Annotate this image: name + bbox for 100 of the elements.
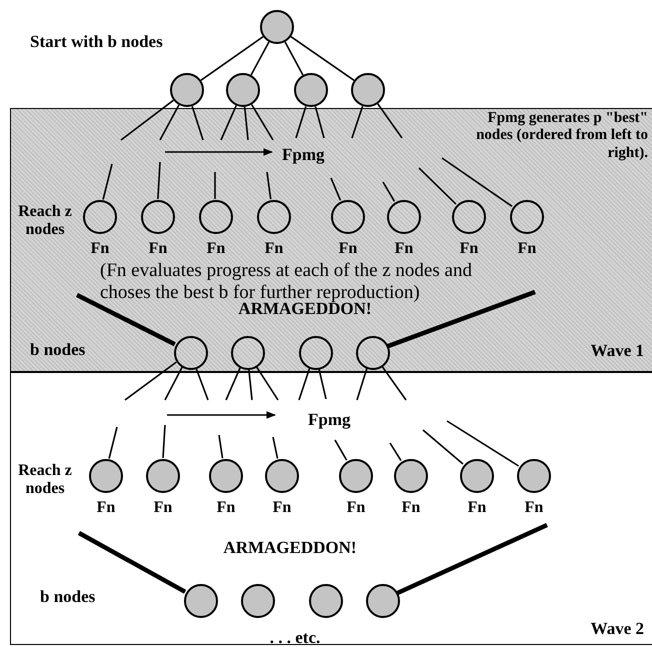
node-circle [309, 584, 343, 618]
thick-line [387, 290, 536, 348]
row-label: b nodes [40, 587, 96, 607]
branch-line [356, 368, 368, 400]
node-circle [460, 459, 494, 493]
branch-line [218, 434, 224, 458]
node-circle [394, 459, 428, 493]
branch-line [164, 366, 183, 400]
row-label: Reach z nodes [17, 203, 73, 240]
branch-line [124, 361, 177, 401]
branch-line [290, 36, 354, 81]
branch-line [244, 106, 249, 140]
node-circle [510, 200, 544, 234]
branch-line [256, 366, 279, 400]
function-label: Fn [524, 499, 544, 518]
function-label: Fn [516, 240, 538, 258]
caption-text: Start with b nodes [30, 32, 164, 52]
branch-line [248, 368, 253, 400]
node-circle [231, 336, 265, 370]
thick-line [78, 531, 186, 594]
branch-line [382, 182, 396, 202]
branch-line [284, 42, 304, 76]
function-label: Fpmg [308, 410, 352, 430]
function-label: Fn [148, 240, 168, 258]
branch-line [214, 172, 216, 199]
node-circle [199, 200, 233, 234]
node-circle [517, 459, 551, 493]
wave-panel [10, 108, 652, 372]
branch-line [266, 172, 272, 200]
node-circle [351, 73, 385, 107]
node-circle [257, 200, 291, 234]
branch-line [250, 42, 270, 76]
node-circle [170, 73, 204, 107]
node-circle [265, 459, 299, 493]
wave-label: Wave 1 [590, 341, 644, 361]
node-circle [452, 200, 486, 234]
node-circle [260, 10, 294, 44]
branch-line [418, 167, 456, 205]
node-circle [241, 584, 275, 618]
branch-line [442, 157, 512, 207]
function-label: Fn [272, 499, 292, 518]
thick-line [76, 293, 176, 346]
branch-line [200, 36, 264, 81]
node-circle [184, 584, 218, 618]
branch-line [377, 103, 403, 138]
row-label: b nodes [30, 340, 86, 360]
ellipsis-text: . . . etc. [268, 628, 322, 647]
function-label: Fn [152, 499, 174, 518]
node-circle [339, 459, 373, 493]
node-circle [387, 200, 421, 234]
branch-line [191, 106, 204, 140]
note-text: (Fn evaluates progress at each of the z nodes and choses the best b for further reproduction) [100, 260, 473, 303]
branch-line [225, 367, 241, 400]
node-circle [366, 584, 400, 618]
node-circle [226, 73, 260, 107]
branch-line [272, 436, 278, 459]
wave-label: Wave 2 [590, 619, 644, 639]
function-label: Fpmg [282, 145, 326, 165]
branch-line [195, 368, 209, 400]
branch-line [298, 368, 310, 400]
function-label: Fn [264, 240, 284, 258]
function-label: Fn [346, 499, 366, 518]
branch-line [220, 105, 237, 140]
function-label: Fn [466, 499, 488, 518]
branch-line [120, 100, 174, 141]
branch-line [314, 106, 325, 138]
node-circle [146, 459, 180, 493]
node-circle [141, 200, 175, 234]
function-label: Fn [338, 240, 358, 258]
note-text: Fpmg generates p "best" nodes (ordered from left to right). [475, 110, 648, 162]
function-label: Fn [90, 240, 110, 258]
thick-line [396, 522, 548, 596]
branch-line [318, 368, 327, 400]
node-circle [299, 336, 333, 370]
branch-line [251, 104, 274, 140]
function-label: Fn [206, 240, 226, 258]
branch-line [157, 162, 161, 200]
node-circle [356, 336, 390, 370]
heading-text: ARMAGEDDON! [222, 538, 358, 558]
node-circle [209, 459, 243, 493]
branch-line [446, 420, 520, 467]
wave-panel [10, 372, 652, 645]
function-label: Fn [96, 499, 116, 518]
function-label: Fn [394, 240, 414, 258]
node-circle [331, 200, 365, 234]
node-circle [89, 459, 123, 493]
branch-line [330, 178, 342, 201]
branch-line [108, 426, 118, 459]
branch-line [162, 424, 166, 458]
node-circle [174, 336, 208, 370]
function-label: Fn [216, 499, 236, 518]
branch-line [381, 365, 407, 400]
branch-line [351, 106, 364, 138]
branch-line [295, 106, 307, 138]
branch-line [422, 429, 464, 465]
branch-line [334, 440, 348, 461]
branch-line [159, 104, 180, 140]
branch-line [102, 164, 113, 200]
node-circle [83, 200, 117, 234]
node-circle [294, 73, 328, 107]
